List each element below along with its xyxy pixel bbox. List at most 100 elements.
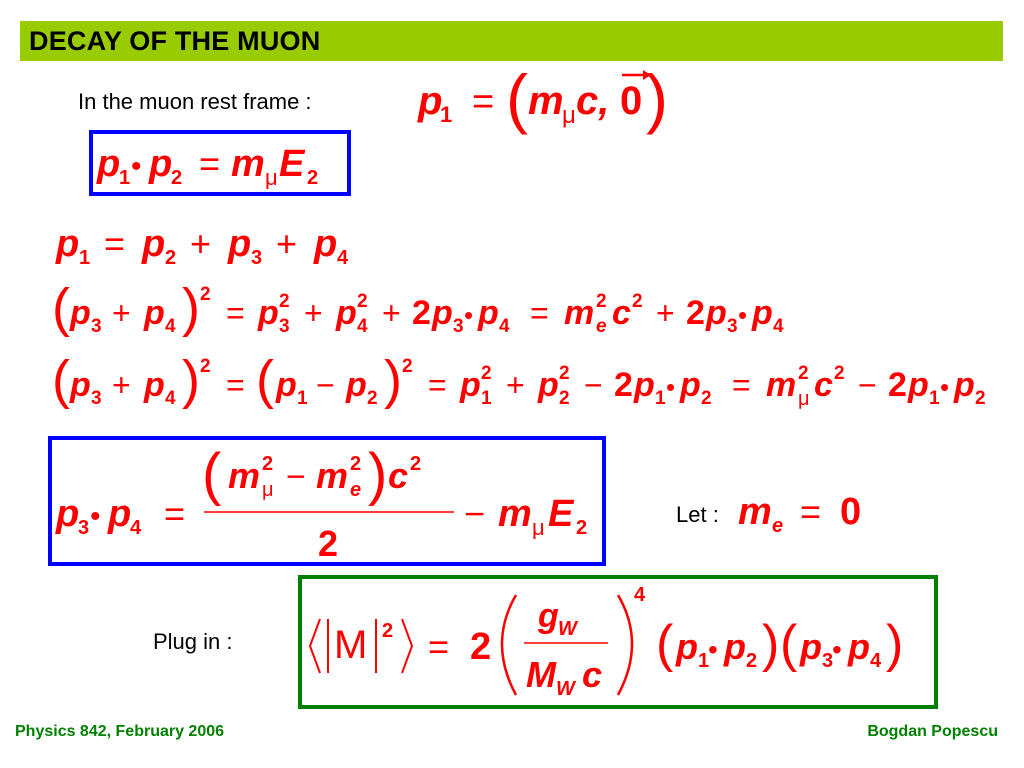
svg-text:4: 4 xyxy=(773,316,784,337)
slide-title: DECAY OF THE MUON xyxy=(29,26,321,56)
svg-text:2: 2 xyxy=(279,291,290,312)
svg-text:3: 3 xyxy=(251,247,262,269)
svg-text:p: p xyxy=(705,294,727,332)
svg-text:2: 2 xyxy=(200,284,211,305)
svg-text:+: + xyxy=(112,295,131,331)
svg-text:4: 4 xyxy=(337,247,349,269)
svg-text:0: 0 xyxy=(840,491,861,533)
svg-text:2: 2 xyxy=(410,453,421,475)
svg-text:c: c xyxy=(388,455,408,496)
green-box-matrix-element xyxy=(298,575,938,709)
svg-text:e: e xyxy=(596,316,607,337)
svg-text:2: 2 xyxy=(559,363,570,384)
svg-text:1: 1 xyxy=(119,167,130,189)
svg-text:p: p xyxy=(459,366,481,404)
svg-text:p: p xyxy=(907,366,929,404)
svg-text:2: 2 xyxy=(576,517,587,539)
svg-text:e: e xyxy=(772,515,783,537)
svg-text:−: − xyxy=(316,367,335,403)
svg-text:p: p xyxy=(799,626,822,667)
svg-text:2: 2 xyxy=(171,167,182,189)
svg-text:p: p xyxy=(143,366,165,404)
svg-text:m: m xyxy=(231,143,265,185)
equation-electron-mass-zero: m e = 0 xyxy=(738,491,861,537)
svg-text:=: = xyxy=(104,223,125,264)
svg-text:4: 4 xyxy=(165,388,176,409)
svg-text:3: 3 xyxy=(822,650,833,672)
equation-four-momentum-conservation: p 1 = p 2 + p 3 + p 4 xyxy=(55,223,349,269)
svg-text:2: 2 xyxy=(481,363,492,384)
svg-text:•: • xyxy=(832,634,842,665)
svg-text:2: 2 xyxy=(350,453,361,475)
svg-text:•: • xyxy=(90,500,101,533)
svg-text:p: p xyxy=(751,294,773,332)
svg-text:1: 1 xyxy=(655,388,666,409)
svg-text:): ) xyxy=(762,615,779,673)
svg-text:−: − xyxy=(858,367,877,403)
svg-text:c: c xyxy=(814,366,833,404)
svg-text:1: 1 xyxy=(929,388,940,409)
svg-text:μ: μ xyxy=(798,388,810,410)
svg-text:=: = xyxy=(164,493,185,534)
let-label: Let : xyxy=(676,502,719,527)
svg-text:=: = xyxy=(472,81,494,123)
svg-text:m: m xyxy=(564,294,594,332)
svg-text:•: • xyxy=(738,300,747,330)
footer-author: Bogdan Popescu xyxy=(867,723,998,740)
svg-text:p: p xyxy=(69,294,91,332)
svg-text:p: p xyxy=(141,223,165,265)
equation-p1-rest-frame: p 1 = ( m μ c, 0 ) xyxy=(417,61,668,135)
svg-text:=: = xyxy=(530,295,549,331)
svg-text:): ) xyxy=(368,442,387,507)
svg-text:2: 2 xyxy=(632,291,643,312)
svg-text:3: 3 xyxy=(78,517,89,539)
svg-text:p: p xyxy=(953,366,975,404)
svg-text:c,: c, xyxy=(576,79,609,123)
svg-text:E: E xyxy=(548,493,575,535)
svg-text:p: p xyxy=(345,366,367,404)
svg-text:3: 3 xyxy=(91,388,102,409)
svg-text:p: p xyxy=(537,366,559,404)
svg-text:μ: μ xyxy=(262,479,274,501)
svg-text:): ) xyxy=(182,278,200,338)
svg-text:2: 2 xyxy=(686,294,705,332)
svg-text:2: 2 xyxy=(975,388,986,409)
svg-text:2: 2 xyxy=(412,294,431,332)
svg-text:1: 1 xyxy=(297,388,308,409)
svg-text:p: p xyxy=(477,294,499,332)
svg-text:2: 2 xyxy=(798,363,809,384)
svg-text:p: p xyxy=(227,223,251,265)
svg-text:4: 4 xyxy=(130,517,142,539)
svg-text:+: + xyxy=(382,295,401,331)
svg-text:+: + xyxy=(304,295,323,331)
svg-text:4: 4 xyxy=(634,584,646,606)
svg-text:p: p xyxy=(96,143,120,185)
equation-p1-dot-p2: p 1 • p 2 = m μ E 2 xyxy=(96,143,318,190)
svg-text:(: ( xyxy=(202,442,221,507)
svg-text:p: p xyxy=(417,79,442,123)
svg-text:2: 2 xyxy=(402,356,413,377)
svg-text:p: p xyxy=(431,294,453,332)
svg-text:W: W xyxy=(558,618,579,640)
svg-text:(: ( xyxy=(506,61,528,135)
svg-text:•: • xyxy=(708,634,718,665)
svg-text:2: 2 xyxy=(382,620,393,642)
svg-text:p: p xyxy=(257,294,279,332)
svg-text:+: + xyxy=(276,223,297,264)
svg-text:p: p xyxy=(69,366,91,404)
svg-text:2: 2 xyxy=(200,356,211,377)
blue-box-p1p2 xyxy=(89,130,351,196)
svg-text:g: g xyxy=(537,597,559,635)
title-bar: DECAY OF THE MUON xyxy=(20,21,1003,61)
svg-text:2: 2 xyxy=(559,388,570,409)
svg-text:m: m xyxy=(738,491,772,533)
footer-course: Physics 842, February 2006 xyxy=(15,723,225,740)
svg-text:−: − xyxy=(584,367,603,403)
svg-text:p: p xyxy=(335,294,357,332)
svg-text:2: 2 xyxy=(614,366,633,404)
svg-text:μ: μ xyxy=(265,165,278,190)
svg-text:2: 2 xyxy=(367,388,378,409)
blue-box-p3p4 xyxy=(48,436,606,566)
svg-text:1: 1 xyxy=(440,102,452,127)
svg-text:(: ( xyxy=(52,350,70,410)
